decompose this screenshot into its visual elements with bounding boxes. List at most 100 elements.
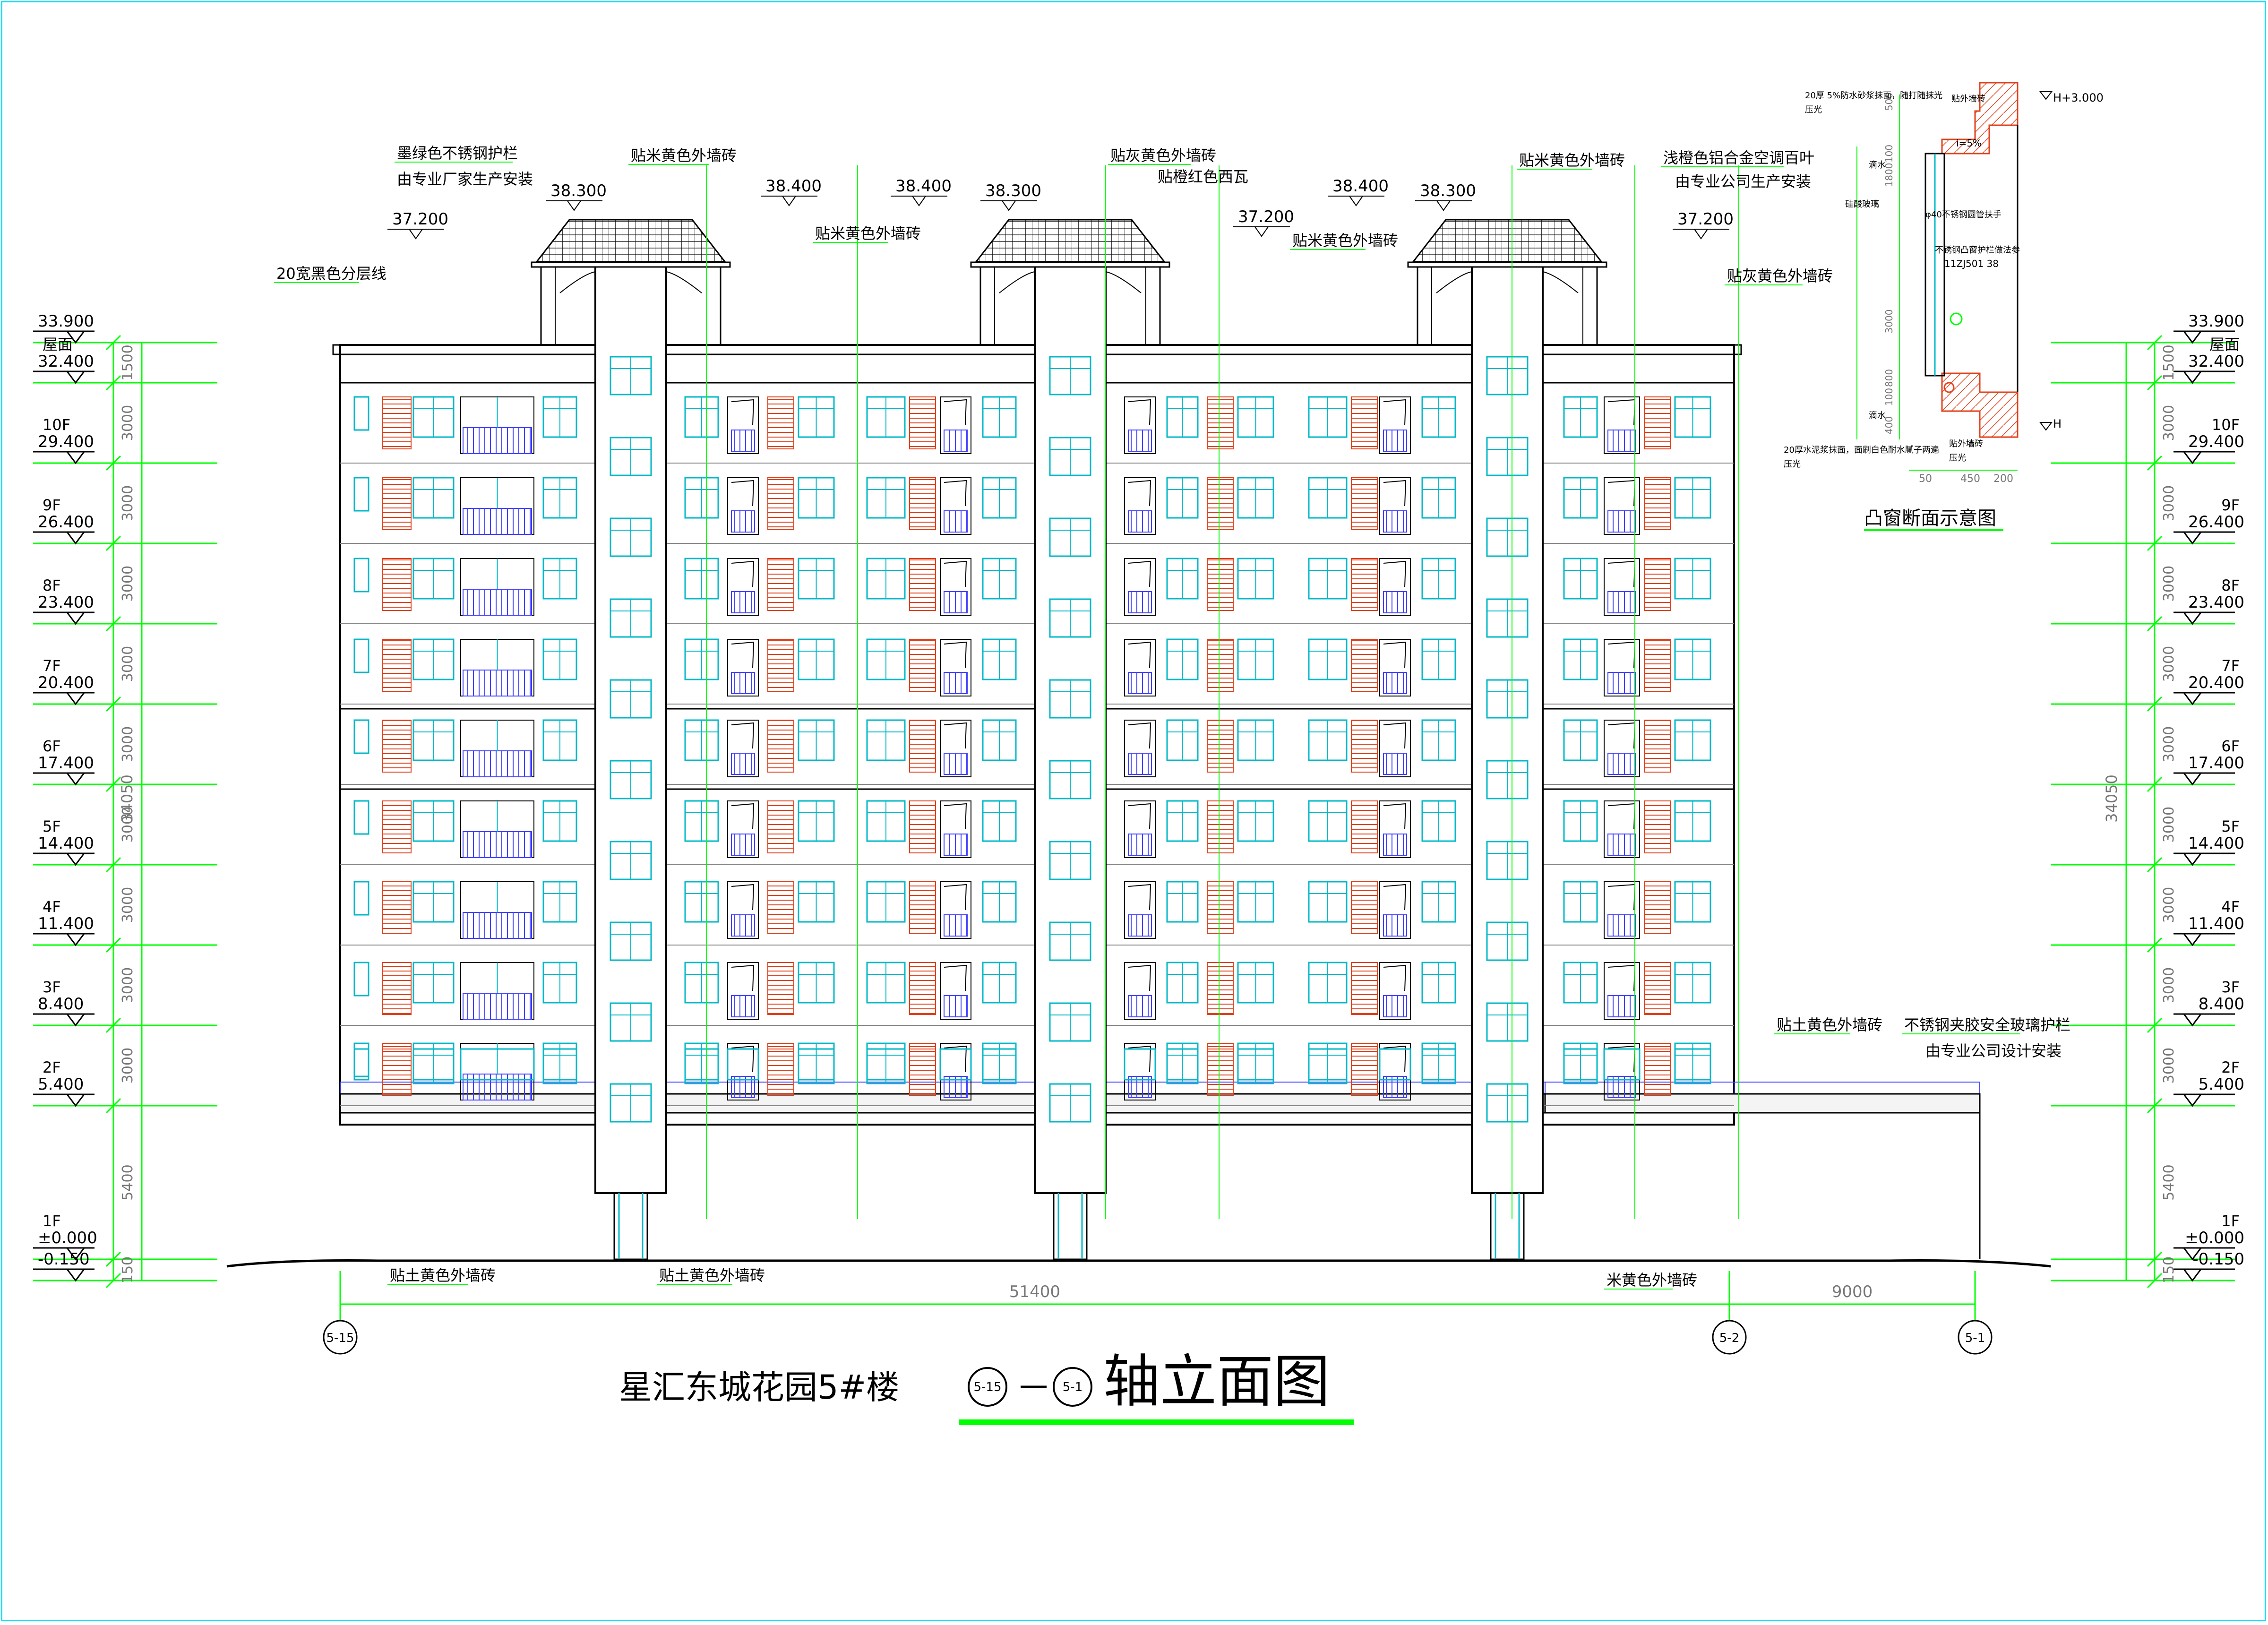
level-elev-right: 14.400 [2188,834,2244,853]
bay-window-rail [944,591,968,613]
level-elev-right: 5.400 [2199,1075,2244,1094]
small-window [353,396,369,431]
detail-dim-h-text: 200 [1993,473,2013,485]
tile-panel [1351,477,1378,530]
level-elev-right: 23.400 [2188,593,2244,612]
tile-panel [767,477,794,530]
bay-window-glass [1128,480,1151,507]
level-floor-left: 8F [43,576,61,594]
detail-elev-top-marker [2039,91,2053,100]
drawing-title-block: 星汇东城花园5#楼 5-15 5-1 轴立面图 [619,1349,1354,1425]
dim-text: 3000 [120,485,136,521]
level-elev-left: -0.150 [38,1250,90,1269]
ground-floor-window [982,1048,1017,1081]
bay-window-rail [1128,834,1152,856]
detail-note: i=5% [1956,138,1982,149]
level-floor-right: 8F [2221,576,2240,594]
bay-window [1379,800,1411,858]
bay-window-glass [1128,884,1151,911]
bay-window [1379,962,1411,1020]
bay-window-rail [731,510,755,533]
bay-window-glass [944,964,967,991]
pavilion-bracket [1542,271,1579,293]
bay-window-glass [1383,884,1407,911]
tower-pilotis [1490,1192,1525,1260]
balcony-railing [463,508,532,535]
tile-panel [767,800,794,853]
bay-window-rail [1607,430,1636,452]
ground-floor-window [866,1048,906,1081]
dim-tick [2147,616,2163,632]
bay-window-rail [1383,995,1407,1017]
bay-window-rail [731,753,755,775]
level-floor-right: 6F [2221,737,2240,755]
tile-panel [1207,477,1234,530]
tile-panel [1644,1049,1671,1080]
tile-panel [1644,962,1671,1015]
dim-tick [105,1272,121,1289]
dim-tick [105,937,121,953]
roof-elev: 38.400 [895,177,952,196]
small-window [353,800,369,835]
detail-dim-v-text: 800 [1883,369,1895,387]
level-elev-right: 11.400 [2188,914,2244,933]
level-elev-left: 14.400 [38,834,94,853]
small-window [353,558,369,593]
level-floor-left: 7F [43,657,61,675]
bay-window [727,881,759,939]
bay-window-glass [731,560,755,587]
level-elev-left: 11.400 [38,914,94,933]
tile-panel [1644,800,1671,853]
drip-circle [1943,382,1955,393]
bay-window [1124,800,1156,858]
bay-window [1124,396,1156,454]
pavilion-roof [974,219,1167,263]
dim-tick [105,616,121,632]
dim-text: 5400 [120,1164,136,1200]
level-floor-right: 9F [2221,496,2240,514]
dim-tick [2147,455,2163,471]
bay-window-glass [1128,399,1151,426]
detail-note: 20厚水泥浆抹面，面刷白色耐水腻子两遍 [1784,445,1939,455]
roof-elev: 38.400 [1332,177,1389,196]
bay-window-rail [1128,753,1152,775]
bay-window-glass [1383,964,1407,991]
level-elev-right: 17.400 [2188,754,2244,773]
detail-elev-top: H+3.000 [2053,91,2104,104]
bay-window-rail [731,591,755,613]
dim-text: 3000 [120,887,136,923]
bay-window [1124,962,1156,1020]
tile-panel [1644,639,1671,692]
drawing-title-suffix: 轴立面图 [1103,1349,1330,1415]
tile-panel [1351,639,1378,692]
ground-floor-window [684,1048,719,1081]
tile-panel [1207,639,1234,692]
level-elev-left: 26.400 [38,513,94,532]
detail-note: 滴水 [1869,160,1886,170]
level-elev-left: 29.400 [38,432,94,451]
level-floor-left: 6F [43,737,61,755]
bay-window [1604,477,1640,535]
dim-tick [105,535,121,551]
bay-window-glass [944,1045,967,1072]
pavilion-roof [1411,219,1604,263]
bay-window-rail [1128,430,1152,452]
detail-title: 凸窗断面示意图 [1864,507,1996,529]
dim-text: 3000 [2161,485,2177,521]
dim-text: 1500 [120,344,136,380]
bay-window-rail [1128,672,1152,694]
ground-floor-window [798,1048,835,1081]
level-floor-right: 10F [2212,416,2240,434]
tile-panel [767,962,794,1015]
label-railing: 墨绿色不锈钢护栏 [397,144,518,162]
tile-panel [382,800,412,853]
dim-text: 3000 [120,405,136,441]
bay-window [940,962,971,1020]
bay-window-rail [1607,753,1636,775]
bay-window-glass [944,480,967,507]
dim-tick [105,1017,121,1033]
axis-bubble-to-label: 5-1 [1063,1380,1082,1394]
